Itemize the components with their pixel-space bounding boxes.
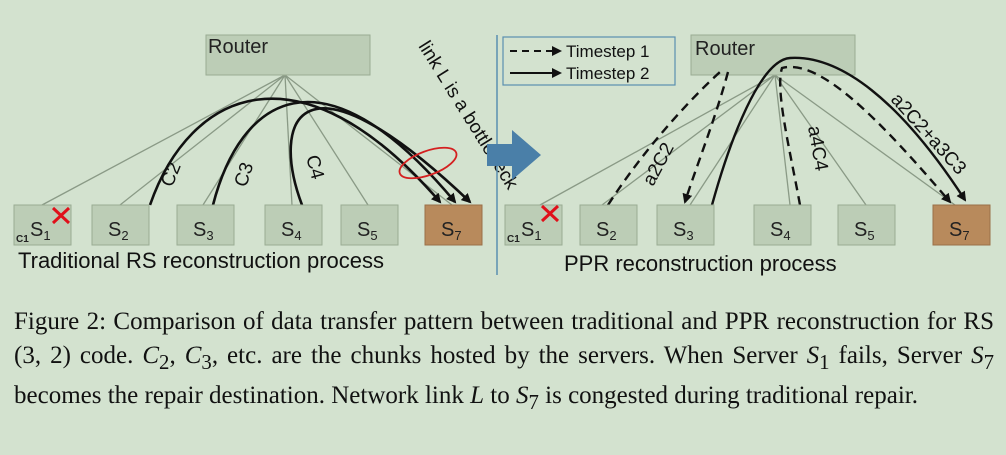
fail-x-icon [540,204,560,223]
left-data-flows [148,97,472,206]
svg-text:S3: S3 [673,219,694,243]
flow-s4-to-s7-dashed [779,65,952,206]
left-server-s7-destination: S7 [424,204,483,246]
left-server-s1: C1 S1 [13,204,72,246]
left-panel: Router C2 C3 C4 link L is a bottleneck C… [13,34,522,273]
bottleneck-circle [398,146,458,180]
svg-text:S7: S7 [949,219,970,243]
left-server-s2: S2 [91,204,150,246]
right-panel: Timestep 1 Timestep 2 Router a2C2 a4C4 a… [502,34,991,276]
svg-text:Timestep 1: Timestep 1 [566,42,649,61]
svg-text:Timestep 2: Timestep 2 [566,64,649,83]
left-server-s4: S4 [264,204,323,246]
svg-text:S4: S4 [281,219,302,243]
server-chunk-tag: C1 [16,234,29,245]
legend: Timestep 1 Timestep 2 [502,36,676,86]
left-server-s3: S3 [176,204,235,246]
legend-item-timestep-2: Timestep 2 [510,64,649,83]
svg-text:S7: S7 [441,219,462,243]
flow-s4-to-s7 [289,107,472,206]
right-router-label: Router [695,38,755,60]
right-edge-label-a4c4: a4C4 [803,124,832,173]
legend-item-timestep-1: Timestep 1 [510,42,649,61]
flow-s2-to-s7 [148,97,442,206]
right-network-links [539,74,956,206]
svg-text:S5: S5 [357,219,378,243]
svg-text:S3: S3 [193,219,214,243]
left-edge-label-c4: C4 [301,153,328,182]
server-chunk-tag: C1 [507,234,520,245]
right-server-s2: S2 [579,204,638,246]
right-panel-title: PPR reconstruction process [564,251,837,276]
svg-text:S1: S1 [30,219,51,243]
svg-text:S2: S2 [108,219,129,243]
fail-x-icon [51,206,71,225]
bottleneck-label: link L is a bottleneck [414,38,522,194]
right-arrow-icon [487,130,541,180]
right-server-s1: C1 S1 [504,204,563,246]
right-server-s4: S4 [753,204,812,246]
diagram: Router C2 C3 C4 link L is a bottleneck C… [13,34,991,276]
right-data-flows [606,56,967,206]
right-server-s7-destination: S7 [932,204,991,246]
left-edge-label-c3: C3 [231,160,258,190]
left-edge-label-c2: C2 [157,159,186,189]
flow-s3-to-s7-solid [710,56,967,206]
right-server-s3: S3 [656,204,715,246]
left-panel-title: Traditional RS reconstruction process [18,248,384,273]
left-router-box [205,34,371,76]
flow-s2-dashed [606,71,721,206]
right-router-box [690,34,856,76]
right-server-s5: S5 [837,204,896,246]
svg-text:S5: S5 [854,219,875,243]
left-network-links [41,74,453,206]
right-edge-label-sum: a2C2+a3C3 [886,89,970,179]
svg-text:S1: S1 [521,219,542,243]
flow-to-s3-dashed [682,71,730,204]
svg-text:S2: S2 [596,219,617,243]
svg-text:S4: S4 [770,219,791,243]
left-server-s5: S5 [340,204,399,246]
left-router-label: Router [208,36,268,58]
figure-caption: Figure 2: Comparison of data transfer pa… [14,308,995,414]
flow-s3-to-s7 [211,100,457,206]
